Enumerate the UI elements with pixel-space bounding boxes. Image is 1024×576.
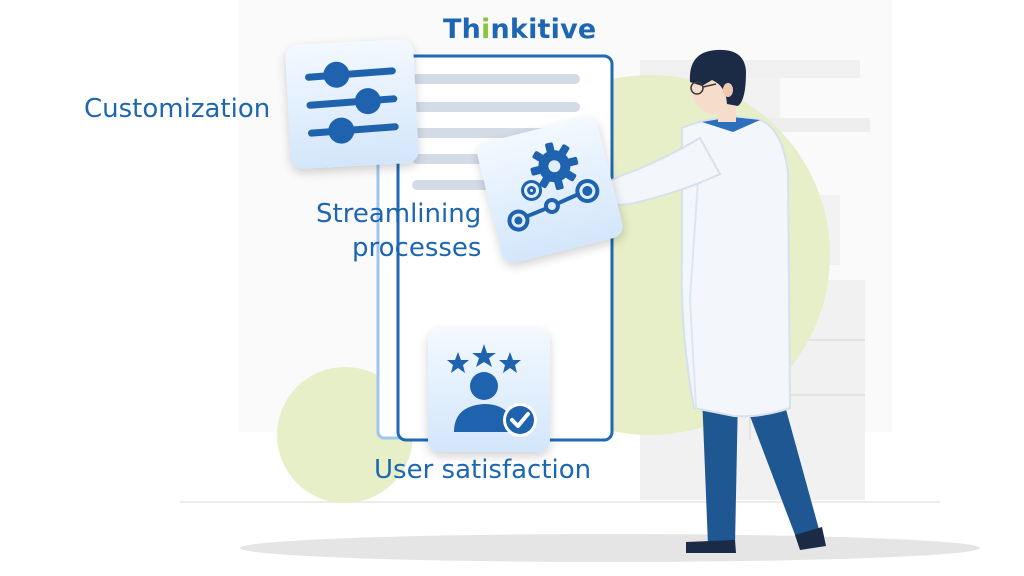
customization-card bbox=[284, 38, 420, 170]
thinkitive-logo: Thinkitive bbox=[443, 14, 597, 45]
sliders-icon bbox=[305, 61, 399, 144]
processes-label: processes bbox=[352, 233, 482, 263]
streamlining-card bbox=[474, 114, 626, 266]
shelf-top bbox=[640, 60, 860, 78]
user-stars-check-icon bbox=[447, 344, 537, 437]
customization-label: Customization bbox=[84, 94, 271, 124]
streamlining-label: Streamlining bbox=[316, 199, 482, 229]
floor-shadow bbox=[240, 534, 980, 562]
user-satisfaction-card bbox=[428, 328, 550, 452]
gears-workflow-icon bbox=[507, 142, 600, 232]
doctor-figure bbox=[585, 49, 826, 553]
user-satisfaction-label: User satisfaction bbox=[374, 455, 592, 485]
